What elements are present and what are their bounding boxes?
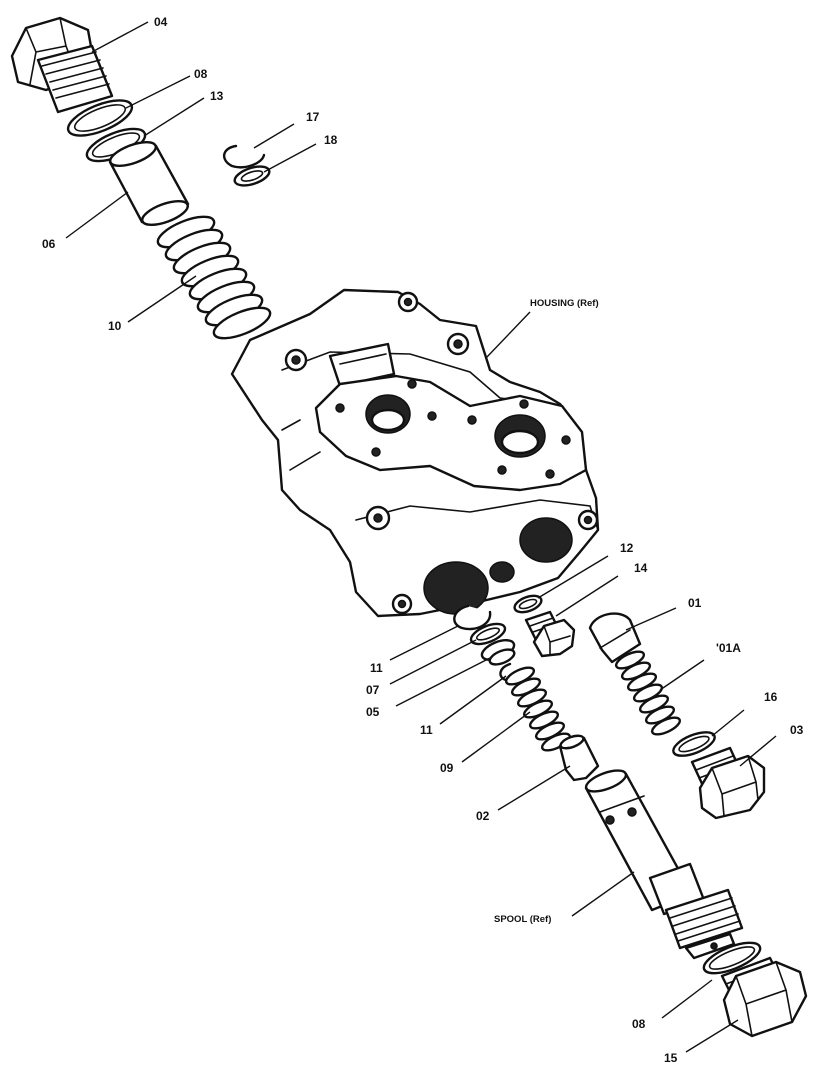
part-15-hex-plug	[720, 956, 808, 1038]
part-02-poppet	[558, 734, 600, 782]
label-08-top: 08	[194, 67, 208, 81]
label-02: 02	[476, 809, 490, 823]
label-03: 03	[790, 723, 804, 737]
housing-body	[230, 288, 600, 618]
label-10: 10	[108, 319, 122, 333]
part-01-valve-cap	[588, 612, 642, 664]
part-10-spring	[156, 215, 272, 340]
label-05: 05	[366, 705, 380, 719]
label-11-b: 11	[420, 723, 433, 737]
label-spool: SPOOL (Ref)	[494, 914, 551, 925]
part-17-retaining-clip	[223, 144, 266, 169]
label-17: 17	[306, 110, 320, 124]
part-04-hex-plug	[10, 16, 114, 114]
part-01a-spring	[614, 650, 682, 736]
label-14: 14	[634, 561, 648, 575]
part-18-washer-inner	[240, 170, 264, 182]
part-07-ring-inner	[475, 627, 501, 641]
label-13: 13	[210, 89, 224, 103]
part-09-spring	[504, 666, 572, 752]
label-08-bottom: 08	[632, 1017, 646, 1031]
part-16-o-ring	[672, 731, 716, 757]
part-08-bottom-o-ring	[702, 941, 762, 975]
part-12-o-ring	[513, 594, 543, 614]
label-16: 16	[764, 690, 778, 704]
label-01a: '01A	[716, 641, 741, 655]
part-12-o-ring-inner	[518, 598, 538, 610]
label-11-a: 11	[370, 661, 383, 675]
label-housing: HOUSING (Ref)	[530, 298, 599, 309]
label-04: 04	[154, 15, 168, 29]
part-03-hex-plug	[690, 746, 766, 820]
part-16-o-ring-inner	[678, 735, 710, 753]
part-08-bottom-o-ring-inner	[708, 946, 756, 970]
label-09: 09	[440, 761, 454, 775]
spool-ref	[584, 769, 744, 960]
part-08-top-o-ring-inner	[73, 104, 127, 132]
label-15: 15	[664, 1051, 678, 1065]
part-14-plug	[524, 610, 576, 658]
label-07: 07	[366, 683, 380, 697]
part-07-ring	[469, 622, 507, 646]
part-11-upper-clip	[453, 604, 492, 631]
label-12: 12	[620, 541, 634, 555]
label-01: 01	[688, 596, 702, 610]
leader-lines	[65, 21, 777, 1053]
part-06-sleeve	[108, 141, 190, 226]
label-18: 18	[324, 133, 338, 147]
part-05-valve-seat	[480, 639, 516, 666]
label-06: 06	[42, 237, 56, 251]
